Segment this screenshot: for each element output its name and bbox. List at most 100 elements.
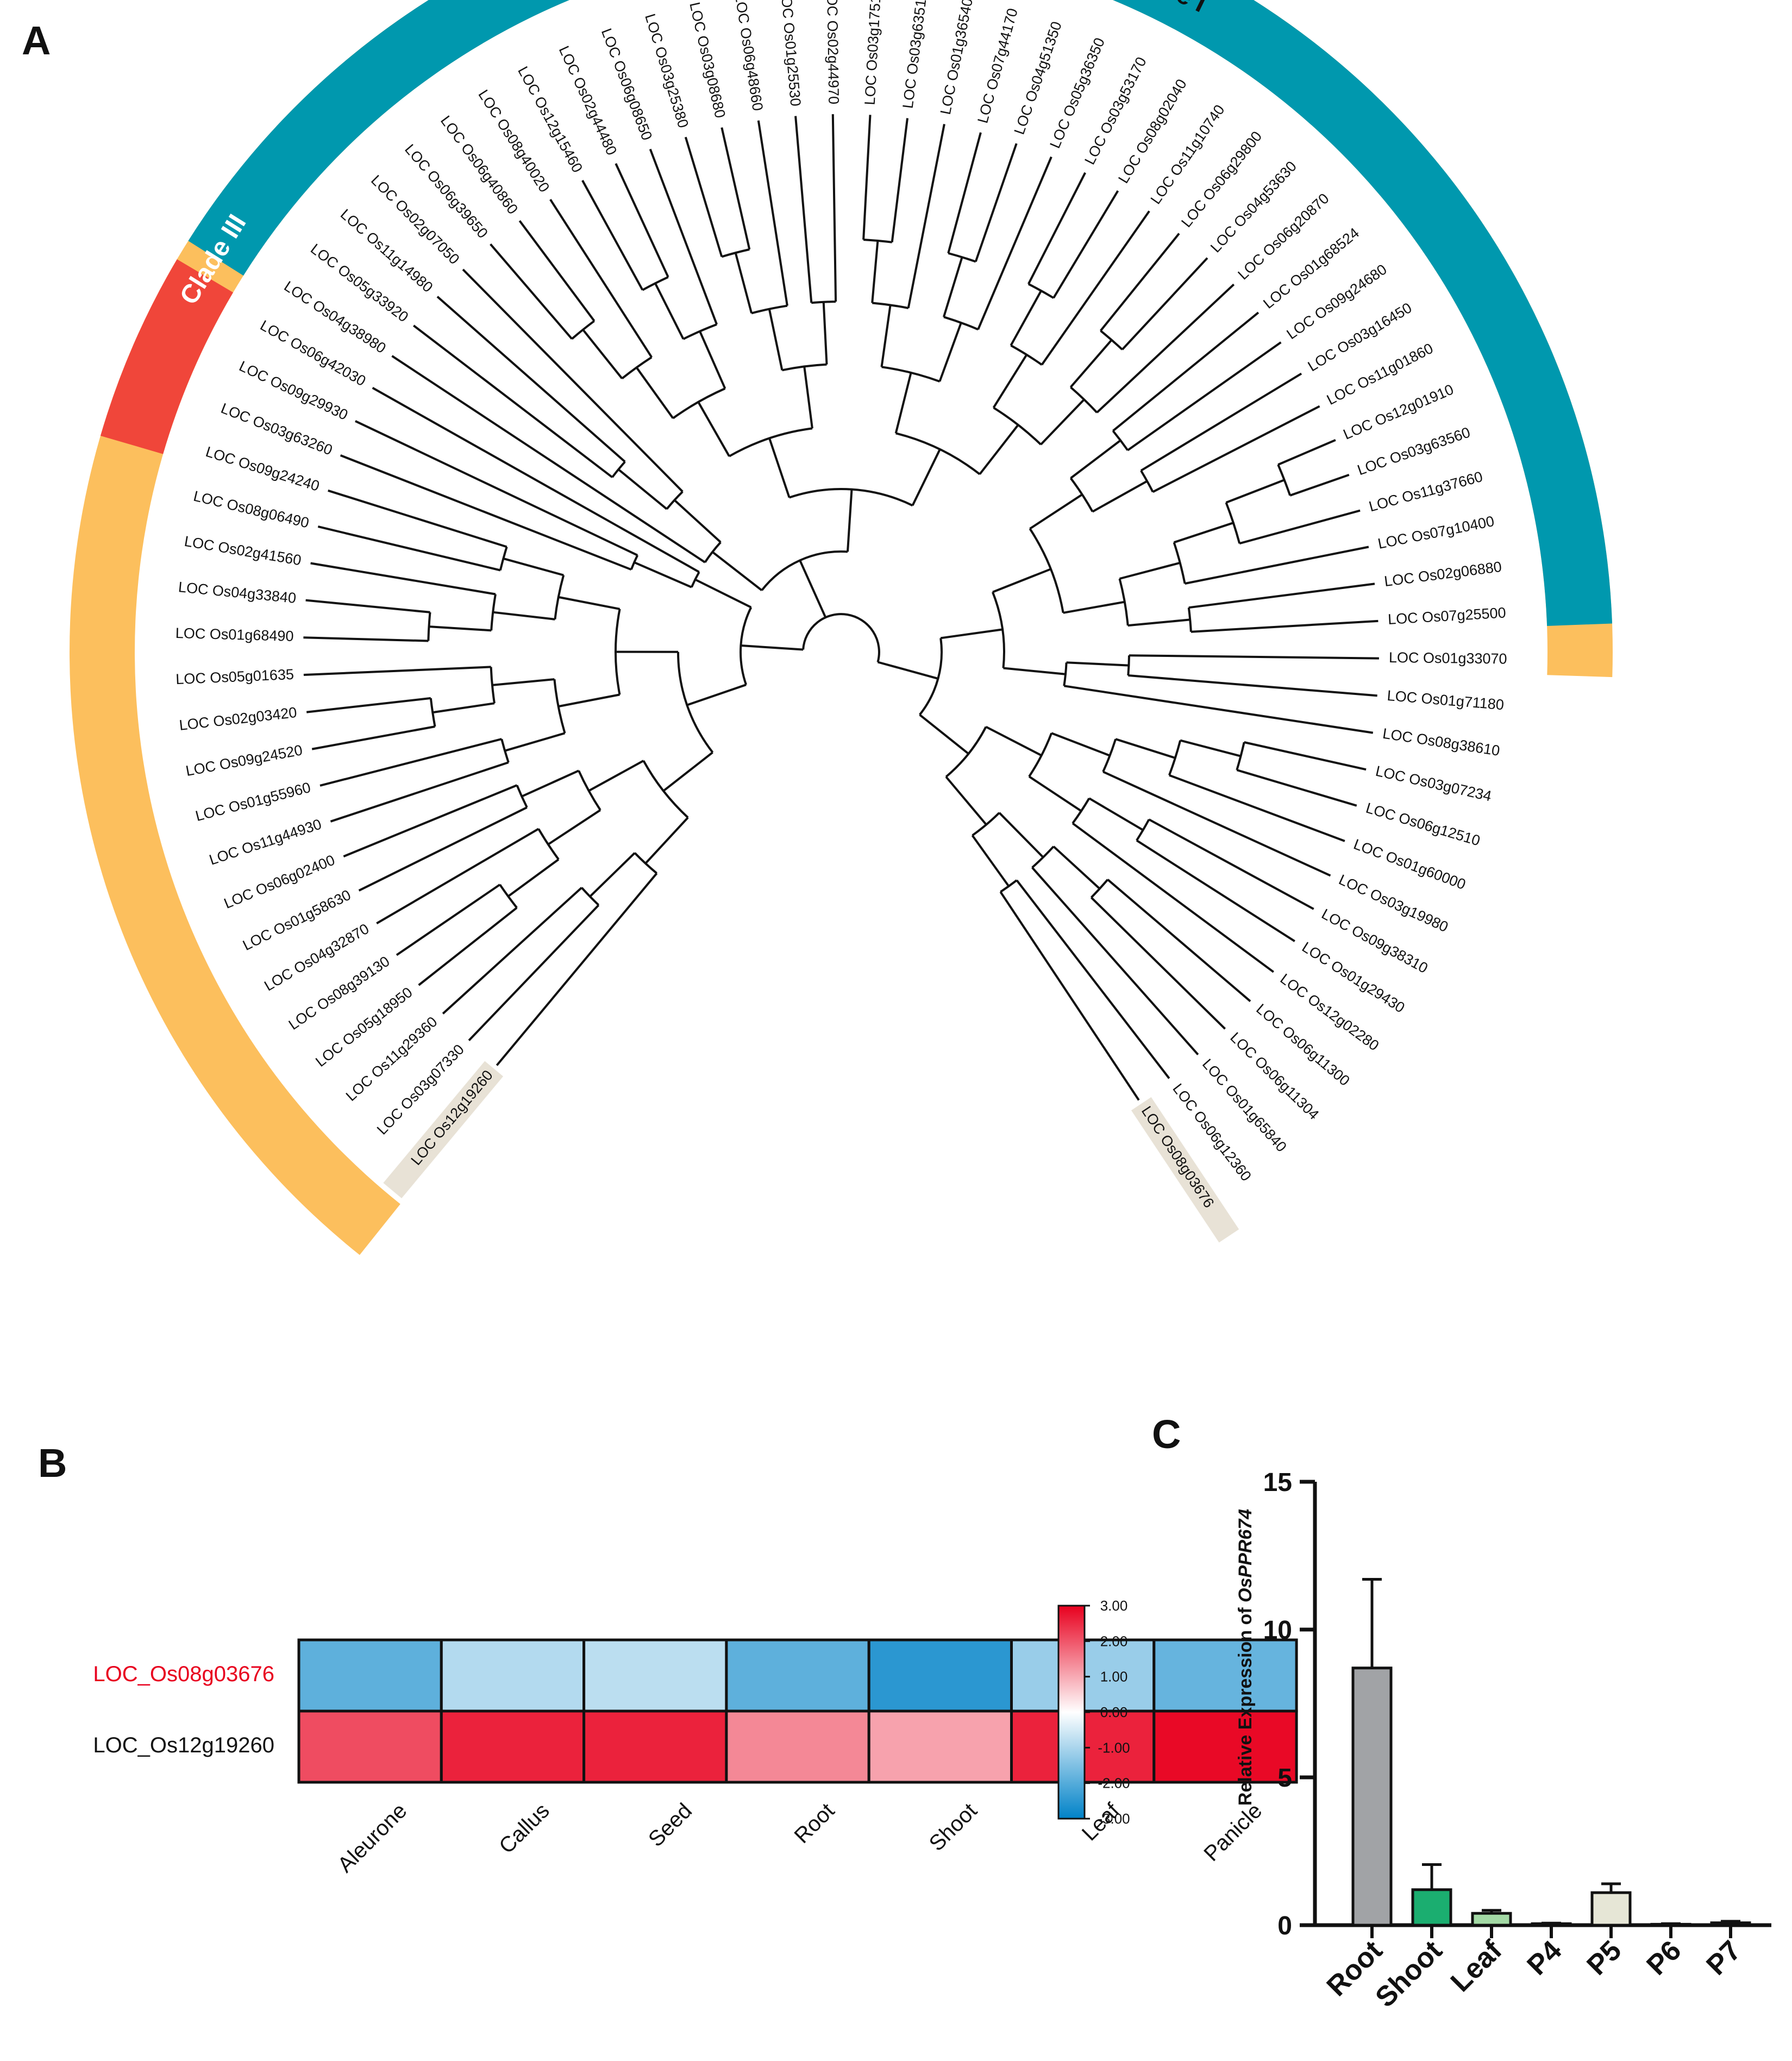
branch-line <box>1148 818 1314 910</box>
leaf-label: LOC Os03g17510 <box>862 0 885 105</box>
branch-line <box>1010 290 1042 346</box>
leaf-label-group: LOC Os03g25380 <box>642 12 692 130</box>
color-scale-bar <box>1057 1605 1086 1820</box>
branch-line <box>877 661 938 680</box>
branch-line <box>358 806 528 892</box>
branch-arc <box>1063 662 1068 686</box>
leaf-label: LOC Os01g71180 <box>1387 687 1505 713</box>
clade-ii-label: Clade II <box>516 1305 613 1367</box>
leaf-label-group: LOC Os01g71180 <box>1387 687 1505 713</box>
heatmap-cell <box>297 1709 443 1784</box>
leaf-label-group: LOC Os04g51350 <box>1011 20 1065 137</box>
leaf-label-group: LOC Os01g55960 <box>193 779 312 824</box>
branch-line <box>940 628 1003 640</box>
branch-arc <box>1127 655 1130 676</box>
branch-line <box>412 324 613 478</box>
branch-line <box>945 776 987 825</box>
heatmap-cell <box>725 1638 870 1713</box>
branch-arc <box>943 316 979 331</box>
bar-y-tick-label: 15 <box>1263 1468 1292 1497</box>
bars <box>1351 1578 1751 1927</box>
branch-line <box>396 884 501 956</box>
branch-line <box>1188 582 1375 609</box>
heatmap-column-label: Callus <box>494 1799 554 1858</box>
leaf-highlight-bg <box>1131 1097 1239 1243</box>
leaf-label-group: LOC Os12g19260 <box>383 1061 504 1199</box>
branch-line <box>891 118 908 243</box>
branch-line <box>1028 775 1082 812</box>
branch-line <box>588 760 644 792</box>
branch-line <box>1003 667 1066 675</box>
leaf-label: LOC Os07g25500 <box>1387 604 1506 628</box>
branch-line <box>720 127 751 250</box>
leaf-label: LOC Os07g10400 <box>1376 513 1495 552</box>
leaf-label-group: LOC Os08g06490 <box>192 488 311 531</box>
leaf-label-group: LOC Os03g07234 <box>1374 763 1493 805</box>
bar <box>1710 1921 1751 1927</box>
color-scale-tick-label: 2.00 <box>1100 1633 1128 1649</box>
branch-line <box>634 561 692 588</box>
bar <box>1471 1912 1512 1927</box>
clade-bands <box>70 0 1613 1255</box>
branch-line <box>1173 522 1234 544</box>
branch-line <box>1027 172 1086 285</box>
leaf-label-group: LOC Os07g44170 <box>974 7 1020 125</box>
branch-line <box>1140 372 1302 472</box>
leaf-label-group: LOC Os02g06880 <box>1383 559 1503 590</box>
branch-line <box>317 525 501 572</box>
branch-line <box>1244 741 1367 771</box>
branch-line <box>391 355 706 563</box>
branch-line <box>1051 732 1111 757</box>
heatmap-column-label: Seed <box>644 1799 697 1851</box>
leaf-label: LOC Os03g08680 <box>686 1 729 120</box>
color-scale-tick-label: 1.00 <box>1100 1669 1128 1685</box>
heatmap-cell <box>725 1709 870 1784</box>
branch-arc <box>642 760 689 819</box>
bar-category-label: Shoot <box>1369 1934 1448 2013</box>
leaf-label-group: LOC Os08g38610 <box>1382 725 1501 759</box>
bar <box>1590 1891 1632 1927</box>
branch-line <box>311 725 435 750</box>
branch-line <box>654 283 685 340</box>
branch-line <box>974 143 1018 262</box>
branch-line <box>319 738 502 787</box>
leaf-label: LOC Os07g44170 <box>974 7 1020 125</box>
branch-line <box>1128 674 1377 697</box>
branch-line <box>1031 867 1199 1056</box>
heatmap-cells <box>297 1638 1298 1784</box>
branch-line <box>376 828 540 925</box>
leaf-label: LOC Os11g37660 <box>1367 468 1484 515</box>
color-scale-tick-label: -3.00 <box>1098 1811 1130 1827</box>
bar-category-label: P7 <box>1700 1934 1747 1981</box>
branch-line <box>880 305 892 367</box>
branch-line <box>662 751 713 792</box>
branch-line <box>1119 561 1181 580</box>
leaf-label-group: LOC Os02g03420 <box>178 704 298 734</box>
branch-line <box>757 120 788 306</box>
bar-y-tick-label: 5 <box>1277 1764 1292 1793</box>
branch-line <box>673 499 722 543</box>
branch-line <box>581 180 644 291</box>
branch-line <box>1136 840 1295 942</box>
leaf-label: LOC Os02g03420 <box>178 704 298 734</box>
branch-line <box>699 330 726 389</box>
heatmap-cell <box>867 1638 1013 1713</box>
branch-line <box>372 387 700 573</box>
branch-line <box>504 732 566 752</box>
leaf-label-group: LOC Os04g33840 <box>178 579 297 606</box>
branch-line <box>985 725 1042 757</box>
branch-line <box>1063 685 1374 734</box>
bar <box>1351 1667 1393 1927</box>
branch-line <box>1041 210 1150 366</box>
branch-line <box>971 835 1010 887</box>
leaf-label: LOC Os01g33070 <box>1389 649 1507 667</box>
branch-line <box>1090 897 1226 1030</box>
heatmap-row-label: LOC_Os12g19260 <box>93 1733 274 1757</box>
branch-line <box>794 116 813 303</box>
leaf-label-group: LOC Os11g44930 <box>207 816 323 868</box>
branch-line <box>547 809 601 845</box>
branch-line <box>741 644 804 651</box>
leaf-label-group: LOC Os09g24520 <box>184 742 303 779</box>
branch-line <box>1127 618 1191 627</box>
